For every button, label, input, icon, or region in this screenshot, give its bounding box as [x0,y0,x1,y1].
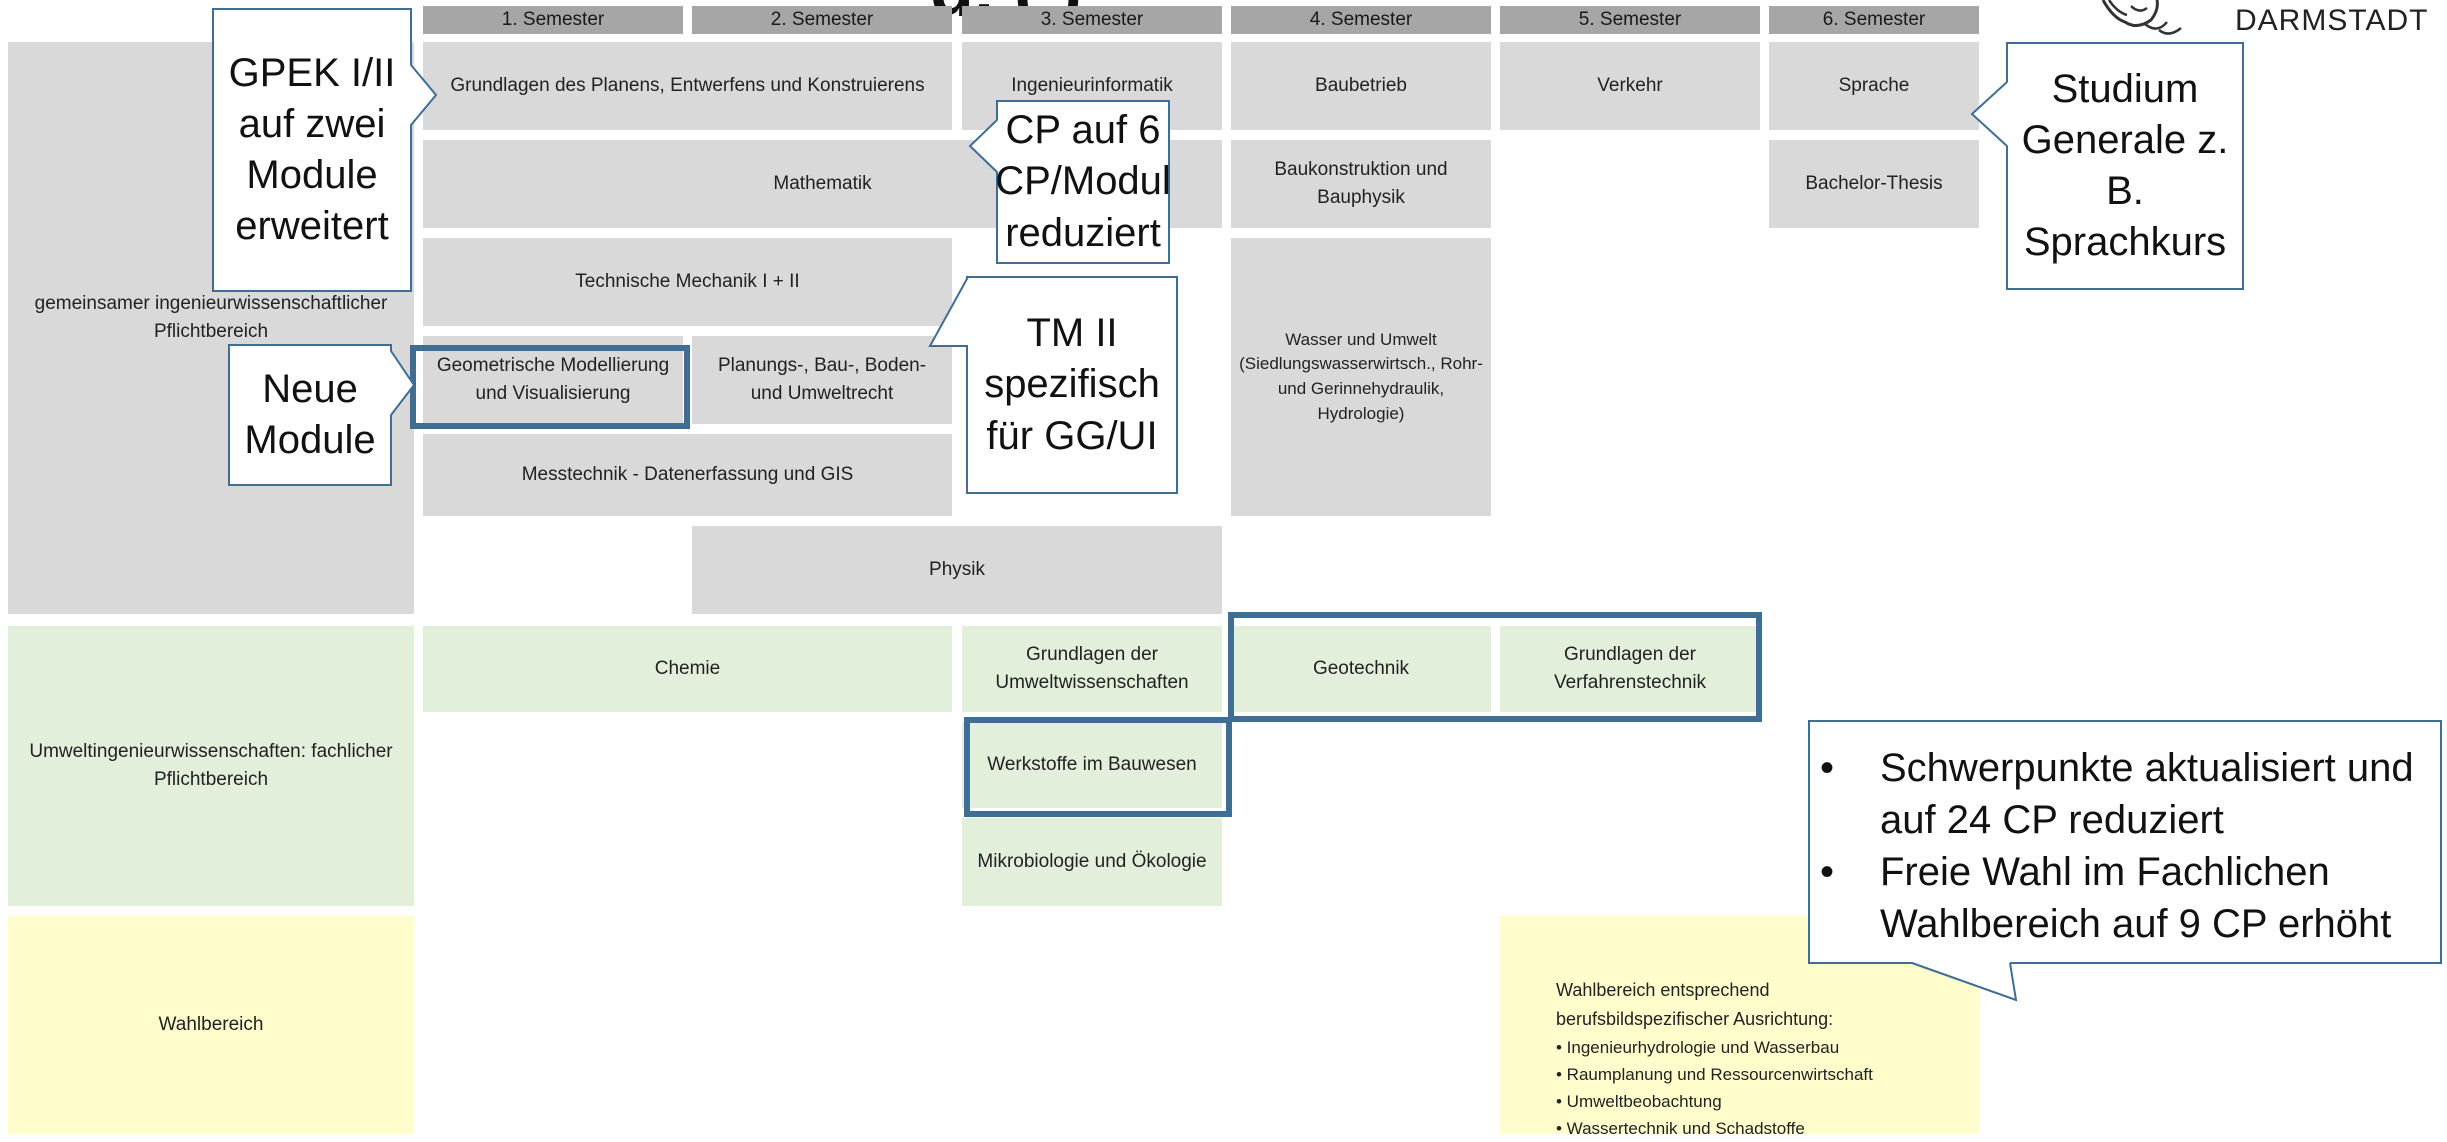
bullet-marker: • [1820,850,1835,894]
wahlbereich-item: • Ingenieurhydrologie und Wasserbau [1556,1037,1840,1057]
semester-header-5: 5. Semester [1500,6,1760,34]
wahlbereich-intro: Wahlbereich entsprechend berufsbildspezi… [1556,980,1834,1029]
callout-studium-generale-pointer [1970,81,2008,147]
row-label-wahl: Wahlbereich [8,916,414,1134]
semester-header-4: 4. Semester [1231,6,1491,34]
bullet-marker: • [1820,746,1835,790]
logo-emblem-icon [2101,0,2182,35]
module-werkstoffe: Werkstoffe im Bauwesen [962,722,1222,808]
module-verfahrenstechnik: Grundlagen der Verfahrenstechnik [1500,626,1760,712]
callout-schwerpunkte-pointer [1911,962,2018,1002]
logo-text: DARMSTADT [2235,4,2429,37]
module-chemie: Chemie [423,626,952,712]
row-label-common-text: gemeinsamer ingenieurwissenschaftlicher … [34,293,388,342]
callout-bullet-list: • Schwerpunkte aktualisiert und auf 24 C… [1820,742,2430,950]
module-umweltwissenschaften: Grundlagen der Umweltwissenschaften [962,626,1222,712]
callout-schwerpunkte: • Schwerpunkte aktualisiert und auf 24 C… [1808,720,2442,964]
module-mikrobiologie: Mikrobiologie und Ökologie [962,818,1222,906]
wahlbereich-item: • Raumplanung und Ressourcenwirtschaft [1556,1064,1873,1084]
callout-bullet-item: • Schwerpunkte aktualisiert und auf 24 C… [1820,742,2430,846]
wahlbereich-item: • Wassertechnik und Schadstoffe [1556,1119,1805,1139]
semester-header-1: 1. Semester [423,6,683,34]
callout-tm2-text: TM II spezifisch für GG/UI [984,311,1160,458]
callout-studium-generale-text: Studium Generale z. B. Sprachkurs [2021,66,2229,265]
callout-gpek: GPEK I/II auf zwei Module erweitert [212,8,412,292]
module-wasser-umwelt: Wasser und Umwelt (Siedlungswasserwirtsc… [1231,238,1491,516]
wahlbereich-item: • Umweltbeobachtung [1556,1091,1722,1111]
callout-neue-module-text: Neue Module [244,366,376,462]
callout-studium-generale: Studium Generale z. B. Sprachkurs [2006,42,2244,290]
module-technische-mechanik: Technische Mechanik I + II [423,238,952,326]
callout-tm2-pointer [928,276,969,347]
module-geotechnik: Geotechnik [1231,626,1491,712]
row-label-umwelt: Umweltingenieurwissenschaften: fachliche… [8,626,414,906]
callout-gpek-text: GPEK I/II auf zwei Module erweitert [228,50,396,249]
callout-cp: CP auf 6 CP/Modul reduziert [995,100,1171,264]
wahlbereich-list: Wahlbereich entsprechend berufsbildspezi… [1556,976,1959,1142]
module-sprache: Sprache [1769,42,1979,130]
callout-tm2: TM II spezifisch für GG/UI [966,276,1178,494]
module-grundlagen-planen: Grundlagen des Planens, Entwerfens und K… [423,42,952,130]
highlight-new-module-geom [410,345,690,429]
highlight-geotechnik-verfahrenstechnik [1228,612,1762,722]
semester-header-6: 6. Semester [1769,6,1979,34]
semester-header-3: 3. Semester [962,6,1222,34]
university-logo: DARMSTADT [2095,0,2445,46]
module-verkehr: Verkehr [1500,42,1760,130]
callout-cp-text: CP auf 6 CP/Modul reduziert [995,108,1171,255]
highlight-werkstoffe [964,717,1232,817]
callout-gpek-pointer [410,64,438,126]
bullet-text: Schwerpunkte aktualisiert und auf 24 CP … [1880,746,2414,842]
module-bachelor-thesis: Bachelor-Thesis [1769,140,1979,228]
callout-cp-pointer [968,119,998,173]
module-baukonstruktion: Baukonstruktion und Bauphysik [1231,140,1491,228]
semester-header-2: 2. Semester [692,6,952,34]
module-physik: Physik [692,526,1222,614]
wahlbereich-box: Wahlbereich entsprechend berufsbildspezi… [1500,916,1979,1138]
module-baubetrieb: Baubetrieb [1231,42,1491,130]
callout-neue-module-pointer [390,350,416,416]
module-planungsrecht: Planungs-, Bau-, Boden- und Umweltrecht [692,336,952,424]
bullet-text: Freie Wahl im Fachlichen Wahlbereich auf… [1880,850,2392,946]
module-messtechnik: Messtechnik - Datenerfassung und GIS [423,434,952,516]
callout-bullet-item: • Freie Wahl im Fachlichen Wahlbereich a… [1820,846,2430,950]
callout-neue-module: Neue Module [228,344,392,486]
